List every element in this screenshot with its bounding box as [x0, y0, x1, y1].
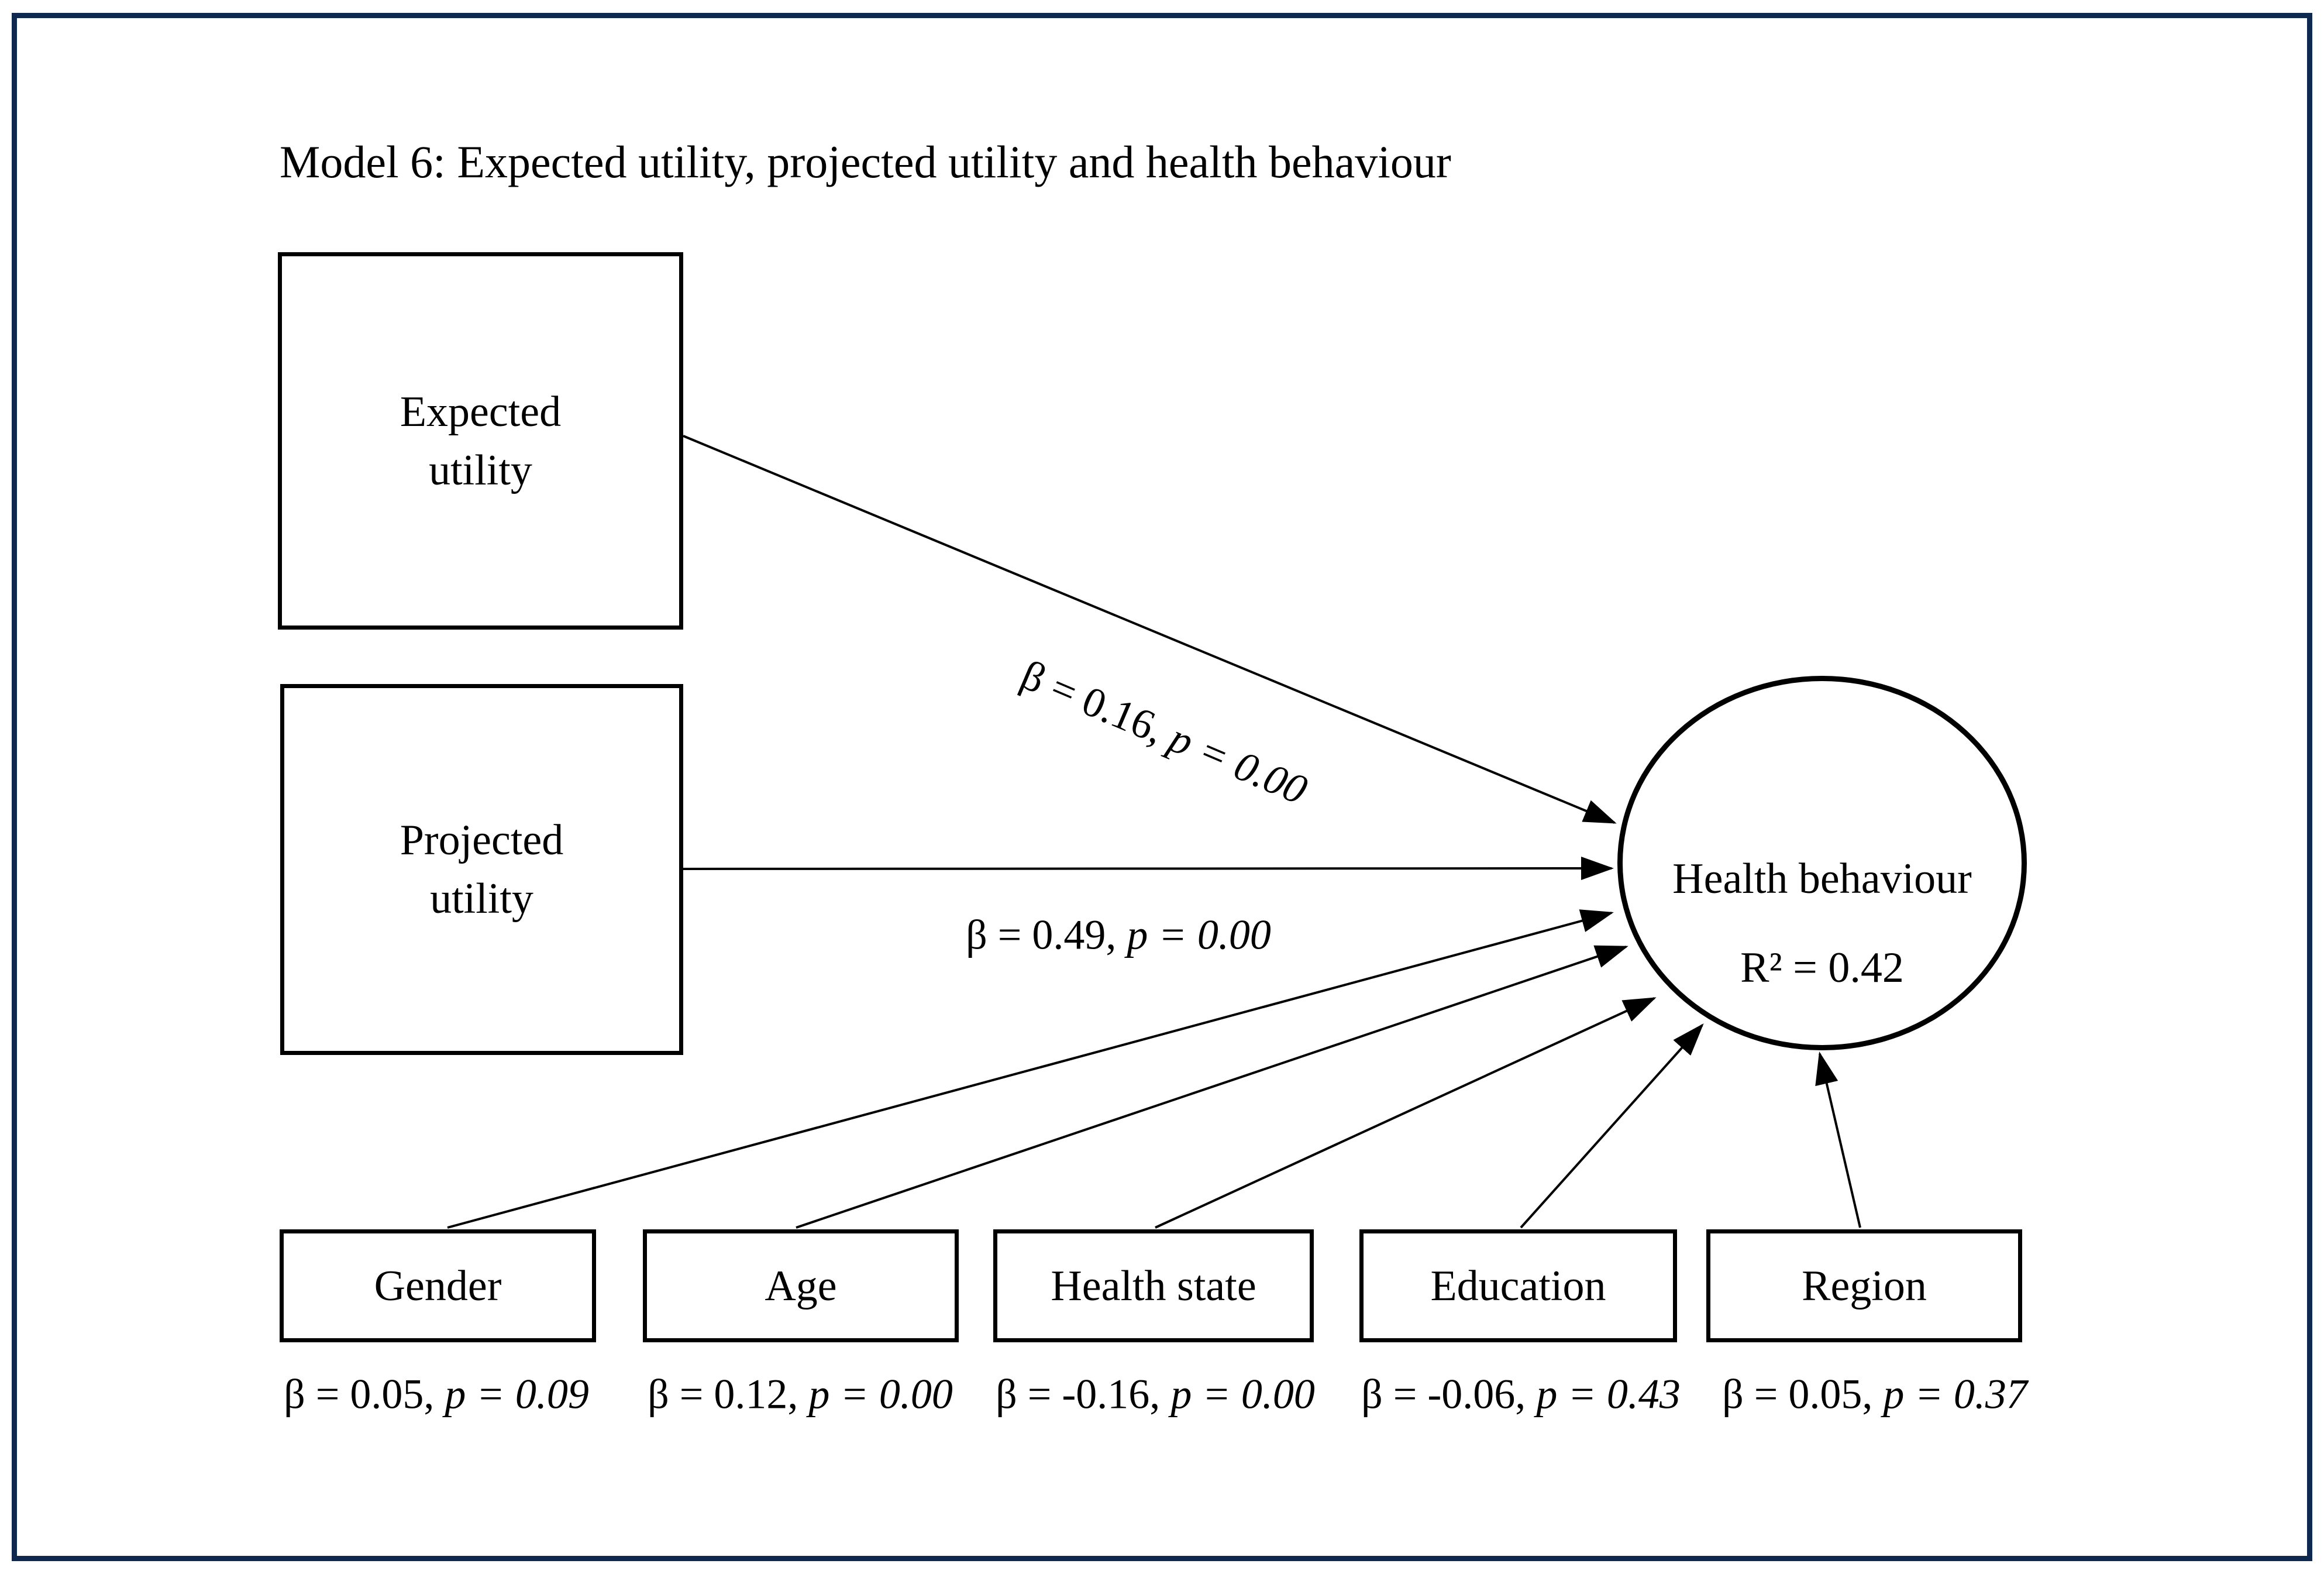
path-stat-region-to-health: β = 0.05, p = 0.37	[1722, 1370, 2027, 1419]
node-gender: Gender	[280, 1229, 596, 1342]
node-health-behaviour: Health behaviour R² = 0.42	[1617, 676, 2027, 1050]
node-region: Region	[1706, 1229, 2022, 1342]
path-stat-age-to-health: β = 0.12, p = 0.00	[648, 1370, 953, 1419]
beta-value: β = -0.06,	[1361, 1370, 1537, 1418]
node-age: Age	[643, 1229, 959, 1342]
node-age-label: Age	[765, 1262, 837, 1310]
path-stat-health-state-to-health: β = -0.16, p = 0.00	[996, 1370, 1315, 1419]
path-stat-education-to-health: β = -0.06, p = 0.43	[1361, 1370, 1681, 1419]
node-health-behaviour-label: Health behaviour	[1672, 855, 1972, 903]
health-behaviour-r-squared: R² = 0.42	[1740, 944, 1904, 992]
node-health-state-label: Health state	[1051, 1262, 1256, 1310]
node-education-label: Education	[1430, 1262, 1606, 1310]
node-expected-utility-label: Expected utility	[400, 387, 562, 494]
beta-value: β = -0.16,	[996, 1370, 1171, 1418]
beta-value: β = 0.12,	[648, 1370, 809, 1418]
p-value: p = 0.00	[1170, 1370, 1315, 1418]
node-projected-utility-label: Projected utility	[400, 816, 564, 923]
node-gender-label: Gender	[374, 1262, 502, 1310]
node-expected-utility: Expected utility	[278, 252, 683, 630]
beta-value: β = 0.05,	[1722, 1370, 1884, 1418]
path-stat-gender-to-health: β = 0.05, p = 0.09	[284, 1370, 589, 1419]
p-value: p = 0.09	[445, 1370, 589, 1418]
p-value: p = 0.43	[1536, 1370, 1681, 1418]
node-health-state: Health state	[993, 1229, 1314, 1342]
page-title: Model 6: Expected utility, projected uti…	[280, 136, 1451, 187]
p-value: p = 0.00	[808, 1370, 953, 1418]
node-education: Education	[1359, 1229, 1677, 1342]
beta-value: β = 0.05,	[284, 1370, 445, 1418]
path-stat-projected-to-health: β = 0.49, p = 0.00	[966, 911, 1271, 960]
figure-border	[12, 13, 2312, 1561]
p-value: p = 0.37	[1883, 1370, 2027, 1418]
beta-value: β = 0.49,	[966, 911, 1127, 958]
p-value: p = 0.00	[1127, 911, 1271, 958]
node-region-label: Region	[1802, 1262, 1927, 1310]
node-projected-utility: Projected utility	[280, 684, 683, 1055]
